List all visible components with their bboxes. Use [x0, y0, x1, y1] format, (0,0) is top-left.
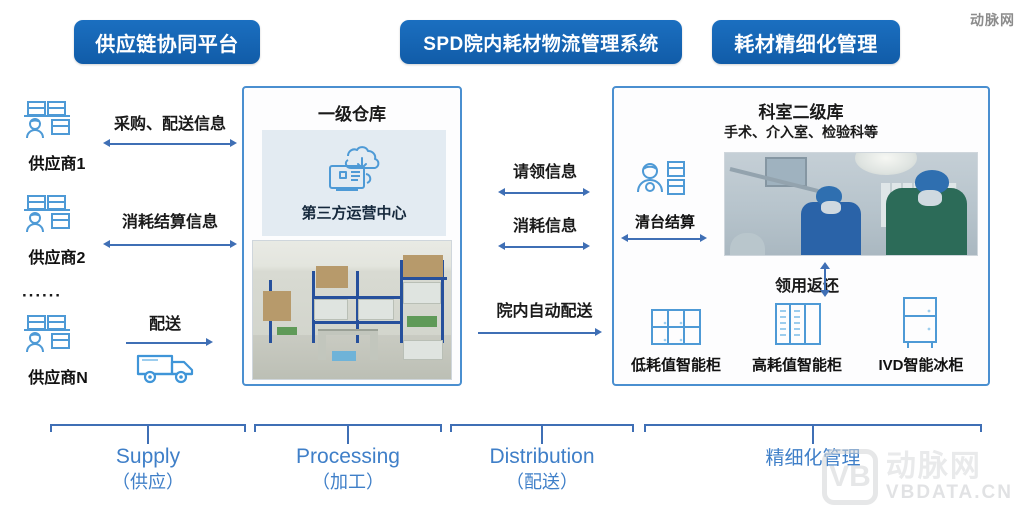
- watermark-bottom-en: VBDATA.CN: [885, 481, 1013, 503]
- supplier-warehouse-icon: [22, 98, 90, 150]
- settlement-label: 清台结算: [634, 214, 695, 231]
- watermark-bottom-cn: 动脉网: [885, 450, 982, 484]
- stage-processing-cn: （加工）: [312, 472, 384, 492]
- high-value-cabinet-icon: [772, 302, 824, 352]
- supplier-warehouse-icon: [22, 312, 90, 364]
- stage-label-processing: Processing （加工）: [272, 444, 424, 494]
- pill-fine-label: 耗材精细化管理: [734, 33, 878, 56]
- operating-room-photo: [724, 152, 978, 256]
- cabinet-ivd-fridge-label: IVD智能冰柜: [878, 357, 964, 374]
- cabinet-low-value-label: 低耗值智能柜: [630, 357, 721, 374]
- bracket-fine-management: [644, 424, 982, 446]
- stage-supply-cn: （供应）: [112, 472, 184, 492]
- pill-spd-system[interactable]: SPD院内耗材物流管理系统: [400, 20, 682, 64]
- arrow-label-consumption-info: 消耗信息: [512, 218, 577, 235]
- arrow-label-requisition-return: 领用返还: [774, 278, 839, 295]
- bracket-processing: [254, 424, 442, 446]
- supplier-1-label: 供应商1: [28, 156, 86, 173]
- warehouse-title: 一级仓库: [318, 105, 386, 124]
- pill-spd-label: SPD院内耗材物流管理系统: [423, 33, 659, 55]
- supplier-n-label: 供应商N: [28, 370, 88, 387]
- bracket-distribution: [450, 424, 634, 446]
- watermark-bottom: VB 动脉网 VBDATA.CN: [821, 449, 1013, 505]
- third-party-operation-center: 第三方运营中心: [262, 130, 446, 236]
- pill-supply-chain-label: 供应链协同平台: [95, 33, 239, 56]
- department-title: 科室二级库: [758, 103, 844, 122]
- cabinet-high-value-label: 高耗值智能柜: [751, 357, 842, 374]
- arrow-label-delivery: 配送: [148, 316, 181, 333]
- stage-label-supply: Supply （供应）: [72, 444, 224, 494]
- watermark-top: 动脉网: [970, 12, 1015, 28]
- bracket-supply: [50, 424, 246, 446]
- operation-center-label: 第三方运营中心: [301, 204, 407, 222]
- warehouse-shelves-photo: [252, 240, 452, 380]
- stage-distribution-cn: （配送）: [506, 472, 578, 492]
- staff-supplies-icon: [634, 160, 696, 210]
- stage-supply-en: Supply: [115, 445, 181, 468]
- arrow-label-purchase-delivery: 采购、配送信息: [113, 116, 226, 133]
- vbdata-logo: VB: [821, 449, 878, 505]
- department-subtitle: 手术、介入室、检验科等: [724, 124, 878, 140]
- pill-supply-chain-platform[interactable]: 供应链协同平台: [74, 20, 260, 64]
- cloud-server-download-icon: [318, 144, 390, 200]
- arrow-label-requisition-info: 请领信息: [512, 164, 577, 181]
- stage-label-distribution: Distribution （配送）: [466, 444, 618, 494]
- ivd-fridge-icon: [898, 296, 944, 352]
- arrow-label-auto-delivery: 院内自动配送: [496, 303, 593, 320]
- supplier-warehouse-icon: [22, 192, 90, 244]
- supplier-2-label: 供应商2: [28, 250, 86, 267]
- stage-distribution-en: Distribution: [489, 445, 595, 468]
- low-value-cabinet-icon: [648, 306, 704, 352]
- supplier-ellipsis: ······: [22, 286, 62, 305]
- arrow-label-consumption-settlement: 消耗结算信息: [121, 214, 218, 231]
- delivery-truck-icon: [134, 348, 208, 388]
- pill-fine-management[interactable]: 耗材精细化管理: [712, 20, 900, 64]
- stage-processing-en: Processing: [296, 445, 400, 468]
